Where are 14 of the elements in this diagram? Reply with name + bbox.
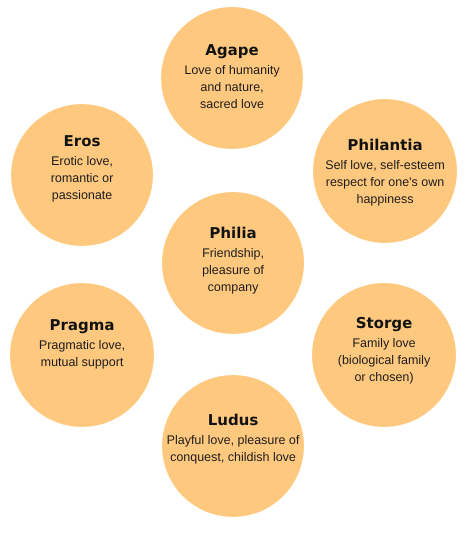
circle-description: Erotic love, romantic or passionate <box>50 152 114 204</box>
circle-description: Love of humanity and nature, sacred love <box>183 62 281 112</box>
circle-title: Philia <box>209 222 257 242</box>
circle-description: Family love (biological family or chosen) <box>336 334 432 386</box>
circle-title: Philantia <box>347 134 423 154</box>
circle-title: Storge <box>356 312 412 332</box>
circle-description: Playful love, pleasure of conquest, childish love <box>166 432 300 466</box>
circle-title: Agape <box>205 40 259 60</box>
circle-title: Pragma <box>49 315 114 335</box>
circle-title: Eros <box>64 130 100 150</box>
circle-description: Pragmatic love, mutual support <box>38 337 126 371</box>
circle-description: Self love, self-esteem respect for one's own happiness <box>324 156 446 208</box>
circle-title: Ludus <box>208 410 258 430</box>
circle-description: Friendship, pleasure of company <box>201 244 265 296</box>
